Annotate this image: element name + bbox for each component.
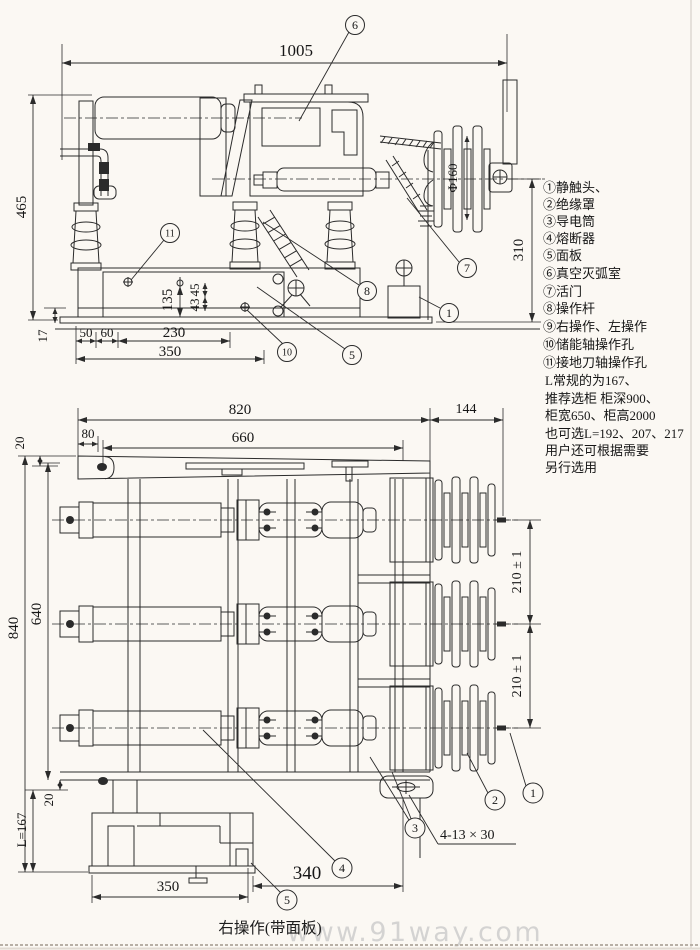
balloon-1-top: 1: [418, 296, 459, 323]
svg-text:5: 5: [284, 893, 290, 907]
svg-text:4: 4: [339, 861, 345, 875]
dimension-135-45-43: 135 45 43: [160, 283, 208, 317]
watermark: www.91way.com: [287, 917, 543, 948]
dim-1005: 1005: [279, 41, 313, 60]
dimension-465: 465: [14, 94, 92, 321]
dim-60: 60: [101, 325, 114, 340]
balloon-11: 11: [130, 223, 180, 281]
legend-note-6: 另行选用: [545, 460, 597, 475]
svg-text:11: 11: [165, 229, 175, 240]
legend-item-7: ⑦活门: [543, 284, 582, 299]
dimension-phi160: Φ160: [445, 136, 470, 220]
dim-L167: L=167: [14, 812, 29, 847]
dim-350-top: 350: [159, 344, 182, 360]
dim-4-13x30: 4-13 × 30: [440, 828, 495, 843]
legend-item-11: ⑪接地刀轴操作孔: [543, 355, 647, 370]
dim-50: 50: [80, 325, 93, 340]
legend-note-1: L常规的为167、: [545, 373, 637, 388]
svg-text:10: 10: [282, 348, 292, 359]
balloon-5-top: 5: [256, 286, 362, 365]
balloon-4: 4: [202, 729, 353, 879]
dim-135: 135: [160, 289, 176, 312]
dim-840: 840: [6, 617, 22, 640]
legend-item-6: ⑥真空灭弧室: [543, 266, 621, 281]
dim-820: 820: [229, 402, 252, 418]
legend-item-10: ⑩储能轴操作孔: [543, 337, 634, 352]
dim-660: 660: [232, 430, 255, 446]
dimension-350-340: 350 340: [91, 798, 404, 903]
balloon-7: 7: [406, 197, 477, 278]
dim-20-top: 20: [12, 437, 27, 450]
legend-note-3: 柜宽650、柜高2000: [545, 408, 656, 423]
balloon-1-bottom: 1: [509, 732, 544, 804]
top-drawing: 1005 465 310 17 5: [14, 15, 545, 365]
dim-340: 340: [293, 863, 322, 884]
dim-230: 230: [163, 325, 186, 341]
balloon-10: 10: [246, 309, 297, 362]
bottom-machine-outline: [51, 455, 519, 884]
label-mounting-holes: 4-13 × 30: [408, 794, 516, 845]
dimension-820-144: 820 144: [77, 402, 504, 516]
dim-144: 144: [456, 402, 477, 417]
balloon-8: 8: [262, 221, 377, 301]
svg-text:1: 1: [446, 306, 452, 320]
legend-item-9: ⑨右操作、左操作: [543, 319, 647, 334]
dimension-210-spacing: 210 ± 1 210 ± 1: [510, 519, 541, 729]
legend: ①静触头、 ②绝缘罩 ③导电筒 ④熔断器 ⑤面板 ⑥真空灭弧室 ⑦活门 ⑧操作杆…: [543, 180, 684, 475]
dimension-80-660: 80 660: [78, 426, 404, 467]
dim-20-bottom: 20: [41, 794, 56, 807]
dim-640: 640: [29, 603, 45, 626]
dim-17: 17: [35, 329, 50, 343]
drawing-caption: 右操作(带面板): [218, 919, 321, 937]
dim-465: 465: [14, 196, 30, 219]
dim-80: 80: [82, 426, 95, 441]
legend-item-5: ⑤面板: [543, 248, 582, 263]
legend-item-1: ①静触头、: [543, 180, 608, 195]
legend-item-8: ⑧操作杆: [543, 301, 595, 316]
legend-item-4: ④熔断器: [543, 231, 595, 246]
legend-note-5: 用户还可根据需要: [545, 443, 649, 458]
dim-310: 310: [511, 239, 527, 262]
dim-45: 45: [187, 284, 202, 297]
svg-text:7: 7: [464, 261, 470, 275]
legend-item-2: ②绝缘罩: [543, 197, 595, 212]
balloon-2: 2: [466, 752, 506, 811]
balloon-3: 3: [369, 756, 426, 839]
legend-note-2: 推荐选柜 柜深900、: [545, 391, 659, 406]
dimension-row-50-60-230-350: 50 60 230 350: [75, 325, 265, 364]
dimension-17: 17: [35, 307, 66, 343]
dim-210a: 210 ± 1: [510, 551, 525, 594]
svg-text:3: 3: [412, 821, 418, 835]
balloon-5-bottom: 5: [250, 862, 298, 911]
top-machine-outline: [55, 79, 545, 330]
svg-text:8: 8: [364, 284, 370, 298]
svg-text:5: 5: [349, 348, 355, 362]
dimension-310: 310: [436, 178, 541, 323]
legend-note-4: 也可选L=192、207、217: [545, 426, 684, 441]
dimension-left-stack: 20 840 640 20 L=167: [6, 437, 88, 873]
bottom-drawing: 820 144 80 660 20 840 640 20: [6, 402, 544, 911]
balloon-6: 6: [298, 15, 365, 122]
dim-350-bottom: 350: [157, 879, 180, 895]
dim-210b: 210 ± 1: [510, 655, 525, 698]
dim-phi160: Φ160: [445, 163, 460, 192]
svg-text:1: 1: [530, 786, 536, 800]
svg-text:2: 2: [492, 793, 498, 807]
legend-item-3: ③导电筒: [543, 214, 595, 229]
dim-43: 43: [187, 299, 202, 312]
dimension-1005: 1005: [61, 34, 508, 160]
svg-text:6: 6: [352, 18, 358, 32]
